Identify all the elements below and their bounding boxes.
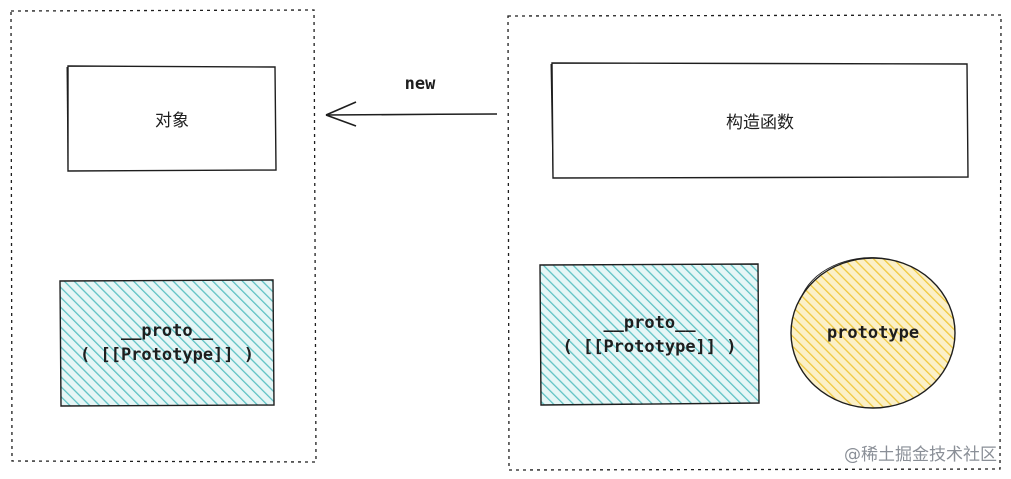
new-arrow-label: new xyxy=(404,74,436,94)
watermark-text: @稀土掘金技术社区 xyxy=(844,445,997,465)
new-arrow[interactable] xyxy=(325,101,498,127)
constructor-proto-box[interactable] xyxy=(539,263,760,406)
right-group-border xyxy=(507,14,1002,471)
constructor-proto-line1: __proto__ xyxy=(603,312,696,333)
prototype-label: prototype xyxy=(826,323,920,343)
object-proto-box[interactable] xyxy=(59,279,275,407)
constructor-label: 构造函数 xyxy=(726,112,794,133)
object-label: 对象 xyxy=(155,110,189,131)
object-proto-line1: __proto__ xyxy=(120,321,214,341)
constructor-proto-line2: ( [[Prototype]] ) xyxy=(562,336,737,357)
constructor-proto-label: __proto__ ( [[Prototype]] ) xyxy=(540,264,759,405)
object-proto-label: __proto__ ( [[Prototype]] ) xyxy=(60,280,274,406)
object-proto-line2: ( [[Prototype]] ) xyxy=(80,345,254,365)
